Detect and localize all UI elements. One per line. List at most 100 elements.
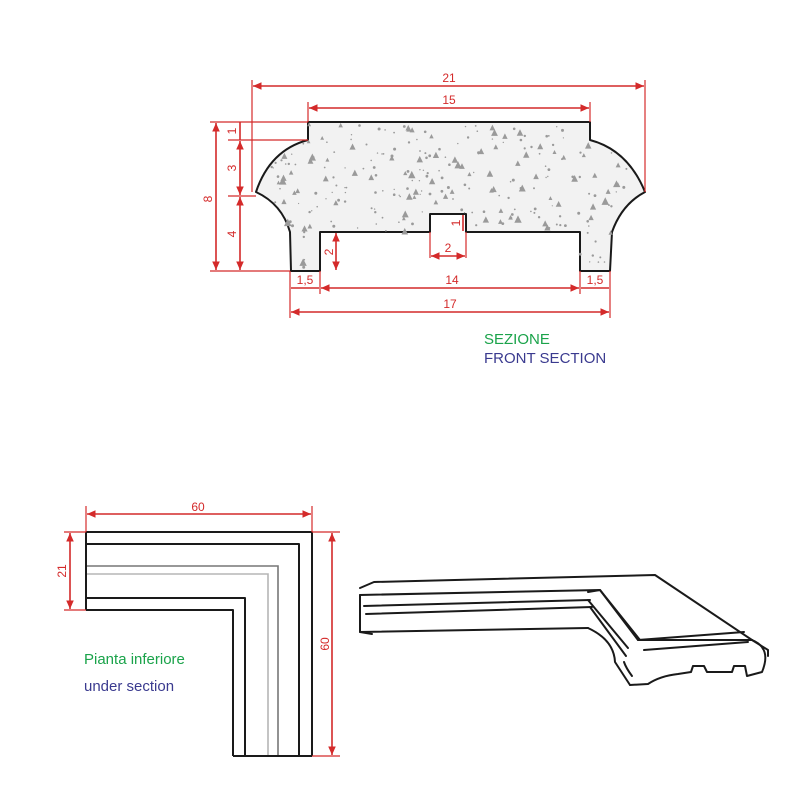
stone-speckle bbox=[281, 198, 287, 205]
stone-speckle bbox=[491, 129, 498, 136]
stone-speckle bbox=[599, 256, 602, 259]
stone-speckle bbox=[493, 144, 499, 150]
stone-speckle bbox=[373, 208, 376, 210]
stone-speckle bbox=[274, 161, 277, 164]
stone-speckle bbox=[538, 152, 541, 155]
stone-speckle bbox=[421, 211, 423, 213]
stone-speckle bbox=[374, 174, 378, 177]
stone-speckle bbox=[278, 177, 287, 185]
stone-speckle bbox=[468, 187, 471, 190]
stone-speckle bbox=[597, 261, 600, 263]
stone-speckle bbox=[298, 202, 300, 205]
stone-speckle bbox=[544, 165, 547, 167]
stone-speckle bbox=[448, 163, 451, 166]
dim-curve-height: 3 bbox=[225, 164, 239, 171]
stone-speckle bbox=[418, 180, 421, 182]
stone-speckle bbox=[544, 224, 551, 231]
stone-speckle bbox=[547, 175, 549, 178]
stone-speckle bbox=[302, 142, 305, 145]
stone-speckle bbox=[429, 133, 434, 139]
stone-speckle bbox=[454, 161, 462, 169]
stone-speckle bbox=[345, 186, 348, 189]
stone-speckle bbox=[330, 220, 333, 223]
stone-speckle bbox=[302, 265, 306, 269]
stone-speckle bbox=[287, 162, 290, 166]
stone-speckle bbox=[403, 170, 408, 176]
stone-speckle bbox=[370, 159, 373, 162]
stone-speckle bbox=[344, 167, 346, 169]
profile-section-shape bbox=[255, 121, 646, 272]
stone-speckle bbox=[533, 173, 539, 180]
stone-speckle bbox=[420, 190, 423, 192]
stone-speckle bbox=[322, 175, 329, 182]
stone-speckle bbox=[594, 240, 597, 243]
stone-speckle bbox=[452, 198, 454, 200]
dim-rebate-height: 2 bbox=[322, 248, 336, 255]
stone-speckle bbox=[476, 130, 479, 132]
stone-speckle bbox=[556, 126, 558, 128]
front-section-title-it: SEZIONE bbox=[484, 331, 550, 348]
stone-speckle bbox=[523, 147, 526, 150]
stone-speckle bbox=[548, 196, 553, 200]
stone-speckle bbox=[593, 194, 597, 198]
stone-speckle bbox=[519, 138, 523, 142]
stone-speckle bbox=[389, 155, 395, 161]
under-section-drawing: 60 60 21 Pianta inferiore under section bbox=[55, 500, 340, 757]
stone-speckle bbox=[548, 227, 551, 229]
stone-speckle bbox=[331, 191, 333, 194]
stone-speckle bbox=[307, 157, 314, 164]
stone-speckle bbox=[356, 227, 359, 229]
stone-speckle bbox=[561, 154, 567, 160]
stone-speckle bbox=[533, 187, 535, 190]
dim-base-width: 17 bbox=[443, 297, 457, 311]
stone-speckle bbox=[586, 231, 589, 234]
stone-speckle bbox=[294, 163, 297, 166]
stone-speckle bbox=[325, 198, 327, 200]
stone-speckle bbox=[409, 127, 415, 133]
stone-speckle bbox=[513, 208, 516, 211]
stone-speckle bbox=[547, 168, 551, 172]
stone-speckle bbox=[545, 176, 547, 179]
stone-speckle bbox=[344, 187, 346, 189]
stone-speckle bbox=[562, 137, 565, 139]
stone-speckle bbox=[537, 143, 544, 150]
stone-speckle bbox=[295, 188, 301, 194]
stone-speckle bbox=[533, 211, 536, 214]
stone-speckle bbox=[411, 179, 414, 182]
stone-speckle bbox=[406, 126, 412, 132]
stone-speckle bbox=[350, 134, 353, 136]
stone-speckle bbox=[533, 207, 537, 211]
stone-speckle bbox=[401, 210, 409, 218]
stone-speckle bbox=[419, 150, 421, 152]
stone-speckle bbox=[498, 208, 504, 213]
stone-speckle bbox=[482, 210, 486, 213]
stone-speckle bbox=[523, 151, 530, 158]
stone-speckle bbox=[551, 205, 553, 207]
stone-speckle bbox=[518, 184, 526, 192]
stone-speckle bbox=[270, 165, 273, 169]
stone-speckle bbox=[516, 129, 524, 136]
stone-speckle bbox=[451, 156, 459, 163]
stone-speckle bbox=[406, 187, 409, 190]
stone-speckle bbox=[291, 224, 294, 228]
dim-lower-height: 4 bbox=[225, 230, 239, 237]
stone-speckle bbox=[466, 136, 470, 139]
stone-speckle bbox=[399, 195, 402, 198]
stone-speckle bbox=[320, 136, 325, 140]
stone-speckle bbox=[428, 154, 432, 158]
stone-speckle bbox=[349, 143, 356, 150]
stone-speckle bbox=[375, 223, 378, 225]
stone-speckle bbox=[276, 180, 281, 185]
stone-speckle bbox=[509, 180, 512, 183]
under-section-title-it: Pianta inferiore bbox=[84, 651, 185, 668]
stone-speckle bbox=[578, 252, 582, 256]
stone-speckle bbox=[589, 261, 591, 263]
stone-speckle bbox=[406, 193, 413, 200]
stone-speckle bbox=[337, 198, 340, 202]
stone-speckle bbox=[625, 167, 628, 170]
stone-speckle bbox=[424, 152, 427, 155]
stone-speckle bbox=[555, 223, 558, 226]
stone-speckle bbox=[416, 155, 423, 163]
stone-speckle bbox=[333, 151, 336, 154]
